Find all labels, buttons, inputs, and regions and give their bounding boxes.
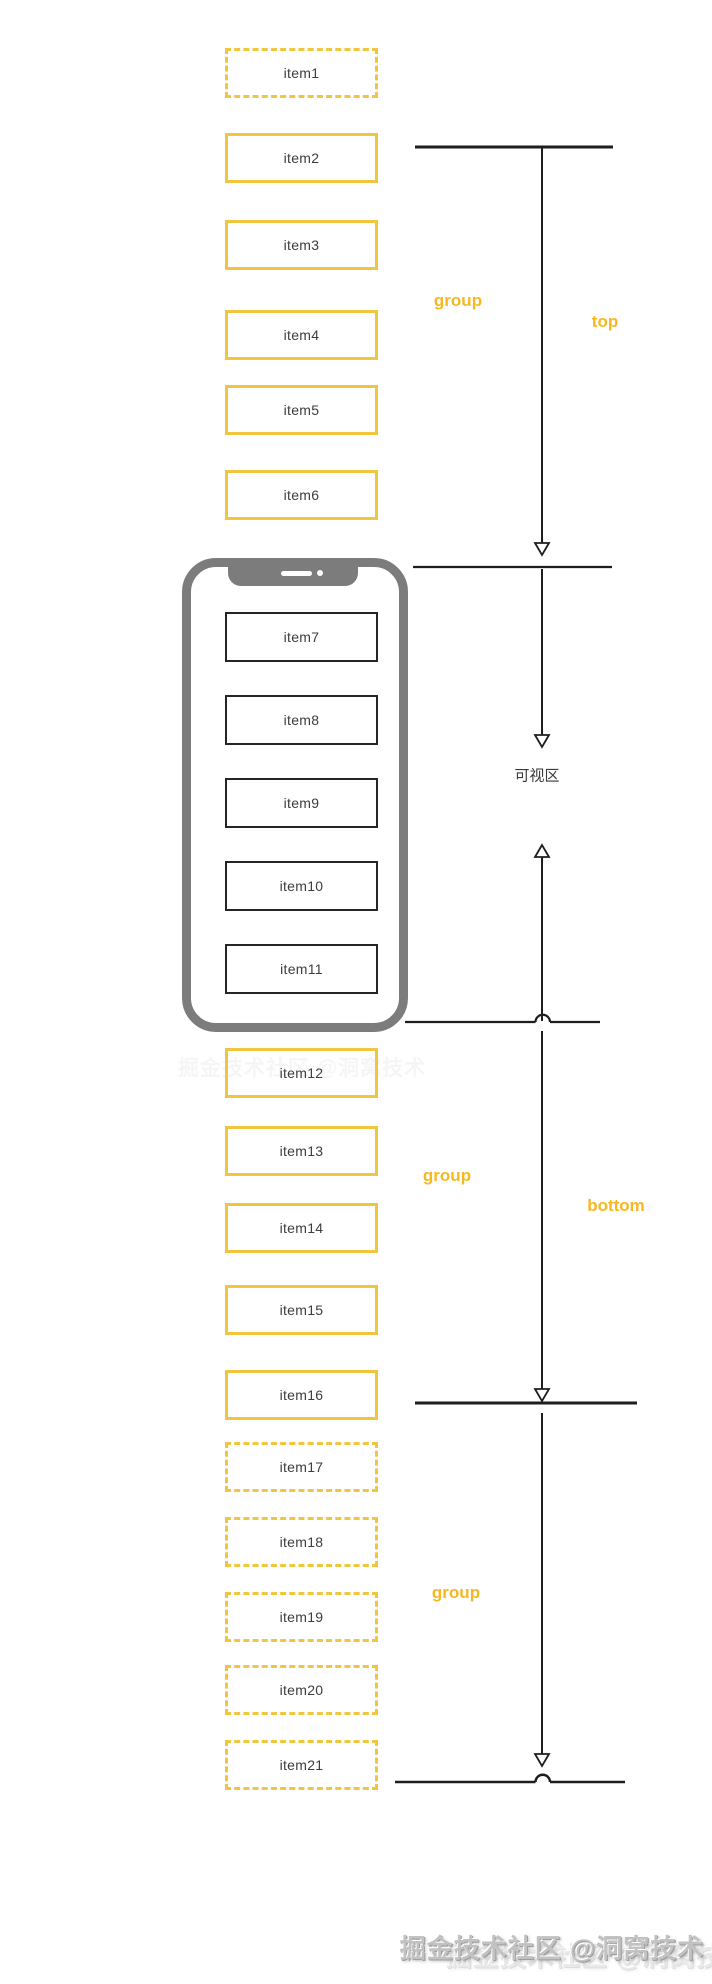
list-item: item14 <box>225 1203 378 1253</box>
label-bottom: bottom <box>587 1196 645 1215</box>
list-item: item20 <box>225 1665 378 1715</box>
label-group-top: group <box>433 291 483 310</box>
viewport-measure-arrow-upper <box>533 569 551 749</box>
boundary-line-viewport-bottom <box>405 1013 600 1024</box>
list-item: item21 <box>225 1740 378 1790</box>
list-item: item15 <box>225 1285 378 1335</box>
list-item: item8 <box>225 695 378 745</box>
list-item: item10 <box>225 861 378 911</box>
list-item: item16 <box>225 1370 378 1420</box>
boundary-line-list-end <box>395 1773 625 1784</box>
list-item: item7 <box>225 612 378 662</box>
list-item: item6 <box>225 470 378 520</box>
list-item: item4 <box>225 310 378 360</box>
list-item: item2 <box>225 133 378 183</box>
label-viewport: 可视区 <box>514 767 560 785</box>
bottom-group-measure-arrow <box>533 1413 551 1768</box>
list-item: item18 <box>225 1517 378 1567</box>
list-item: item19 <box>225 1592 378 1642</box>
list-item: item13 <box>225 1126 378 1176</box>
list-item: item12 <box>225 1048 378 1098</box>
list-item: item5 <box>225 385 378 435</box>
top-measure-arrow <box>533 148 551 557</box>
label-group-middle: group <box>422 1166 472 1185</box>
watermark-ghost: 掘金技术社区 @洞窝技术 <box>445 1941 712 1972</box>
watermark-ghost-mid: 掘金技术社区 @洞窝技术 <box>177 1057 427 1080</box>
list-item: item11 <box>225 944 378 994</box>
watermark: 掘金技术社区 @洞窝技术 <box>399 1933 705 1964</box>
phone-frame <box>182 558 408 1032</box>
label-top: top <box>591 312 619 331</box>
list-item: item17 <box>225 1442 378 1492</box>
phone-speaker-icon <box>281 571 312 576</box>
phone-camera-icon <box>317 570 323 576</box>
viewport-bottom-measure-arrow <box>533 843 551 1403</box>
list-item: item9 <box>225 778 378 828</box>
list-item: item1 <box>225 48 378 98</box>
label-group-bottom: group <box>431 1583 481 1602</box>
list-item: item3 <box>225 220 378 270</box>
